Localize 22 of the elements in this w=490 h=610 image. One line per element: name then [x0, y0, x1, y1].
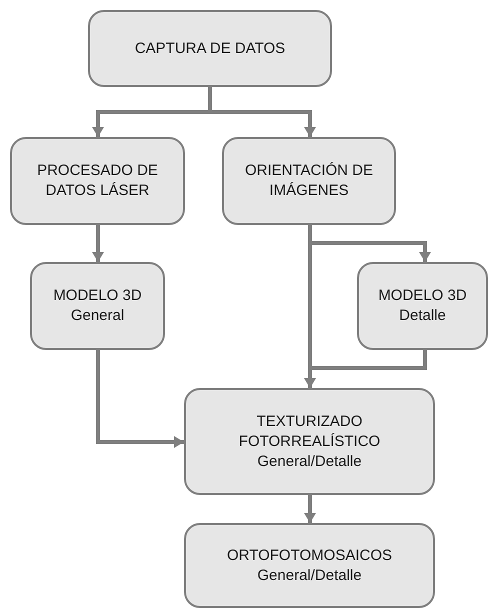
- process-box: [10, 137, 185, 225]
- box-subtitle: General/Detalle: [257, 452, 362, 472]
- process-box: [30, 262, 165, 350]
- process-box: [184, 523, 435, 608]
- process-box: [357, 262, 488, 350]
- process-box: [184, 388, 435, 495]
- box-title: MODELO 3D: [53, 286, 142, 306]
- box-title: ORTOFOTOMOSAICOS: [226, 546, 392, 566]
- box-subtitle: Detalle: [399, 306, 446, 326]
- box-title: MODELO 3D: [378, 286, 467, 306]
- arrow: [96, 350, 184, 448]
- process-box: [222, 137, 396, 225]
- box-title: TEXTURIZADO FOTORREALÍSTICO: [238, 412, 382, 452]
- arrow: [304, 350, 427, 388]
- box-subtitle: General: [70, 306, 124, 326]
- process-box: [88, 10, 332, 87]
- box-title: PROCESADO DE DATOS LÁSER: [36, 161, 159, 201]
- box-title: ORIENTACIÓN DE IMÁGENES: [244, 161, 374, 201]
- arrow: [92, 225, 104, 262]
- box-subtitle: General/Detalle: [257, 566, 362, 586]
- arrow: [304, 495, 316, 523]
- box-title: CAPTURA DE DATOS: [134, 38, 286, 58]
